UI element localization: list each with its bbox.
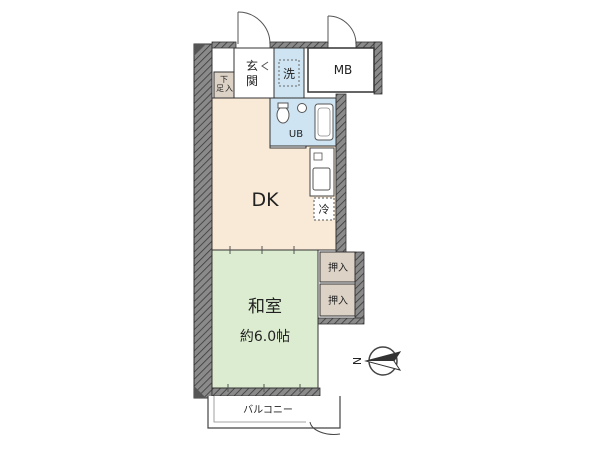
- svg-text:入: 入: [225, 84, 233, 93]
- closet-upper: 押入: [319, 251, 356, 283]
- entrance: [233, 47, 275, 99]
- bath-unit-label: UB: [289, 129, 303, 140]
- meter-box-door: [327, 15, 357, 45]
- outer-walls: [193, 41, 383, 399]
- japanese-room: 和室 約6.0帖: [211, 249, 319, 389]
- svg-text:足: 足: [216, 84, 224, 93]
- japanese-room-size: 約6.0帖: [240, 329, 290, 345]
- entrance-label: 玄: [246, 58, 258, 73]
- closet-lower-label: 押入: [328, 294, 348, 307]
- balcony: バルコニー: [207, 396, 341, 435]
- sliding-door-marks: [227, 246, 301, 392]
- entrance-door: [237, 11, 271, 45]
- washer-area: 洗: [273, 47, 305, 99]
- meter-box: MB: [307, 47, 375, 93]
- fridge-label: 冷: [319, 203, 330, 216]
- svg-text:下: 下: [220, 75, 228, 84]
- dining-kitchen-label: DK: [251, 189, 279, 211]
- compass-north-label: N: [351, 357, 364, 365]
- shoe-storage: 下 足 入: [213, 71, 235, 101]
- japanese-room-label: 和室: [248, 297, 282, 317]
- meter-box-label: MB: [334, 63, 353, 77]
- balcony-label: バルコニー: [243, 404, 293, 416]
- entrance-label-b: 関: [246, 74, 258, 88]
- closet-lower: 押入: [319, 283, 356, 317]
- washer-label: 洗: [283, 67, 295, 81]
- kitchen-counter: [309, 147, 335, 197]
- fridge: 冷: [313, 197, 335, 221]
- north-compass: N: [351, 346, 402, 376]
- closet-upper-label: 押入: [328, 261, 348, 274]
- bath-unit: UB: [269, 97, 337, 147]
